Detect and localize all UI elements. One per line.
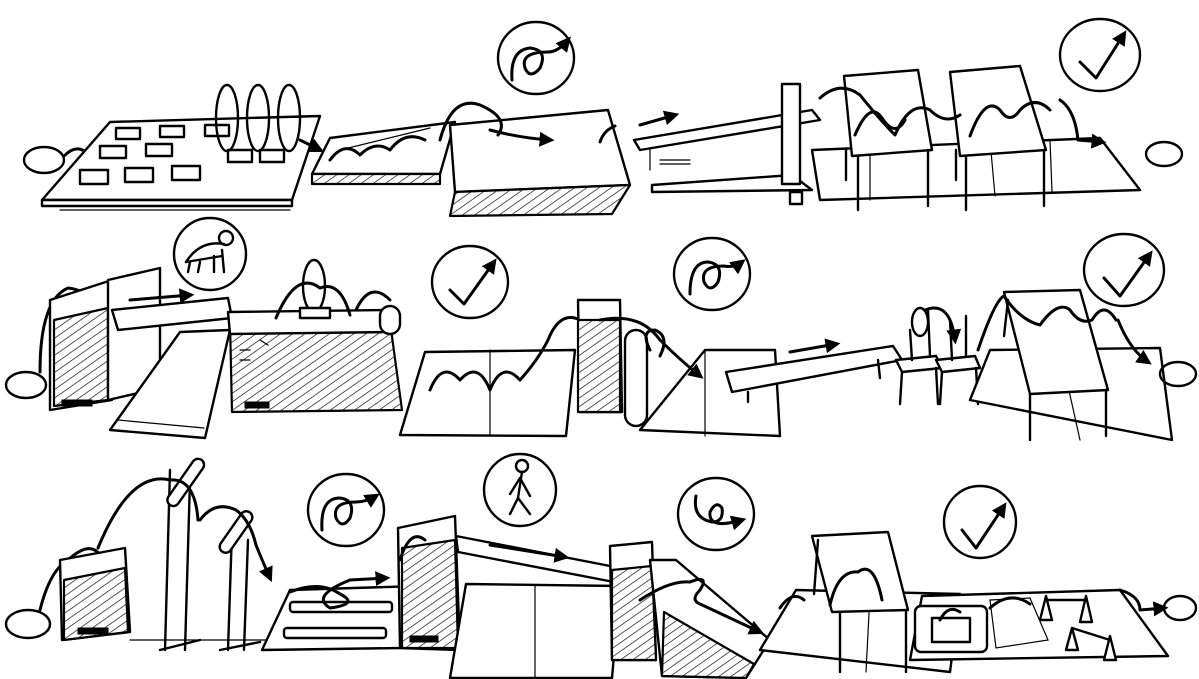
- roll-symbol: [306, 472, 386, 548]
- start-circle: [4, 370, 48, 400]
- walking-person-icon: [508, 458, 532, 516]
- spin-symbol: [676, 476, 756, 552]
- row-3: [4, 452, 1198, 679]
- vaulting-box-and-pole-stands: [58, 457, 321, 652]
- row-1: [22, 17, 1184, 218]
- check-symbol: [942, 484, 1018, 560]
- thick-mat-with-roll: [438, 101, 680, 218]
- start-circle: [22, 145, 66, 175]
- table: [842, 68, 934, 212]
- row-2: [4, 216, 1198, 442]
- inclined-bench-to-chairs: [724, 306, 982, 406]
- roll-symbol: [496, 20, 576, 96]
- wedge-ramp: [608, 540, 772, 679]
- table: [948, 64, 1048, 212]
- vaulting-box-with-hoop: [226, 258, 404, 414]
- check-symbol: [430, 244, 510, 320]
- hoop-icon: [214, 83, 240, 153]
- hoop-icon: [276, 83, 302, 153]
- two-tables-over-mats: [810, 64, 1142, 212]
- cushion-and-cones: [908, 588, 1170, 662]
- vaulting-box-and-bench-tunnel: [48, 266, 234, 440]
- start-circle: [4, 608, 52, 640]
- crawling-figure-icon: [184, 229, 235, 274]
- cone-icon: [1038, 594, 1118, 662]
- inclined-bench: [632, 82, 822, 206]
- hoop-icon: [245, 83, 271, 153]
- chair: [894, 306, 944, 406]
- check-symbol: [1058, 17, 1142, 93]
- box-with-inclined-ramp: [396, 514, 622, 679]
- roll-cylinder: [378, 304, 402, 336]
- finish-circle: [1162, 594, 1198, 622]
- walk-symbol: [482, 452, 558, 528]
- check-symbol: [1082, 232, 1166, 308]
- table-over-mats: [968, 288, 1174, 442]
- crawl-symbol: [172, 216, 248, 292]
- stepping-blocks-and-hoops: [40, 83, 325, 211]
- roll-symbol: [672, 236, 752, 312]
- finish-circle: [1144, 140, 1184, 168]
- springboard: [310, 120, 457, 186]
- mats-with-jumps: [398, 316, 600, 438]
- table-over-mats: [758, 530, 962, 674]
- finish-circle: [1158, 360, 1198, 388]
- floor-ladder: [260, 571, 420, 652]
